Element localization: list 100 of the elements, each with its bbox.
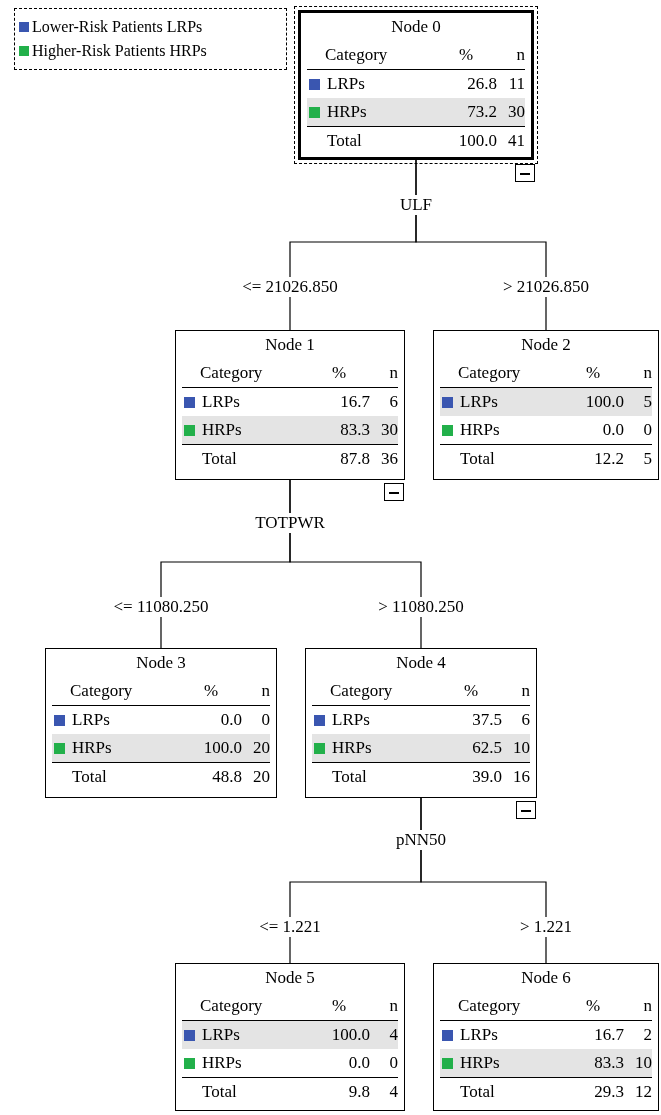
percent-value: 0.0 xyxy=(601,419,624,441)
percent-value: 87.8 xyxy=(339,448,370,470)
count-value: 0 xyxy=(260,709,270,731)
count-value: 6 xyxy=(388,391,398,413)
column-header: % xyxy=(330,362,348,384)
category-label: Total xyxy=(459,1081,496,1103)
category-label: Total xyxy=(201,1081,238,1103)
node-title: Node 2 xyxy=(520,334,572,356)
column-header: % xyxy=(584,362,602,384)
category-label: LRPs xyxy=(202,391,240,413)
category-label: LRPs xyxy=(332,709,370,731)
column-header: % xyxy=(584,995,602,1017)
column-header: % xyxy=(457,44,475,66)
percent-value: 100.0 xyxy=(457,130,497,152)
category-label: HRPs xyxy=(460,419,500,441)
percent-value: 73.2 xyxy=(466,101,497,123)
category-label: LRPs xyxy=(460,1024,498,1046)
tree-node-box xyxy=(433,330,659,480)
percent-value: 100.0 xyxy=(202,737,242,759)
count-value: 4 xyxy=(388,1024,398,1046)
count-value: 5 xyxy=(642,448,652,470)
tree-node-box xyxy=(175,330,405,480)
column-header: % xyxy=(330,995,348,1017)
percent-value: 62.5 xyxy=(471,737,502,759)
legend-label: Higher-Risk Patients HRPs xyxy=(32,42,207,60)
percent-value: 83.3 xyxy=(339,419,370,441)
percent-value: 12.2 xyxy=(593,448,624,470)
category-label: Total xyxy=(201,448,238,470)
category-label: HRPs xyxy=(327,101,367,123)
column-header: n xyxy=(642,995,652,1017)
node-title: Node 1 xyxy=(264,334,316,356)
count-value: 41 xyxy=(507,130,525,152)
count-value: 11 xyxy=(507,73,525,95)
count-value: 6 xyxy=(520,709,530,731)
node-title: Node 0 xyxy=(390,16,442,38)
tree-branch-line xyxy=(415,159,547,331)
column-header: % xyxy=(462,680,480,702)
column-header: n xyxy=(520,680,530,702)
tree-branch-line xyxy=(289,479,422,649)
percent-value: 39.0 xyxy=(471,766,502,788)
count-value: 4 xyxy=(388,1081,398,1103)
tree-node-box xyxy=(45,648,277,798)
count-value: 2 xyxy=(642,1024,652,1046)
column-header: Category xyxy=(457,995,522,1017)
node-title: Node 3 xyxy=(135,652,187,674)
count-value: 10 xyxy=(512,737,530,759)
count-value: 30 xyxy=(380,419,398,441)
count-value: 30 xyxy=(507,101,525,123)
column-header: Category xyxy=(69,680,134,702)
percent-value: 29.3 xyxy=(593,1081,624,1103)
percent-value: 26.8 xyxy=(466,73,497,95)
percent-value: 83.3 xyxy=(593,1052,624,1074)
column-header: % xyxy=(202,680,220,702)
category-label: Total xyxy=(326,130,363,152)
tree-branch-line xyxy=(420,797,547,964)
category-label: HRPs xyxy=(72,737,112,759)
node-title: Node 5 xyxy=(264,967,316,989)
count-value: 20 xyxy=(252,737,270,759)
tree-node-box xyxy=(433,963,659,1111)
legend-label: Lower-Risk Patients LRPs xyxy=(32,18,203,36)
percent-value: 100.0 xyxy=(584,391,624,413)
column-header: Category xyxy=(329,680,394,702)
count-value: 16 xyxy=(512,766,530,788)
node-title: Node 4 xyxy=(395,652,447,674)
count-value: 10 xyxy=(634,1052,652,1074)
category-label: Total xyxy=(331,766,368,788)
column-header: n xyxy=(515,44,525,66)
tree-node-box xyxy=(305,648,537,798)
percent-value: 0.0 xyxy=(347,1052,370,1074)
column-header: n xyxy=(642,362,652,384)
count-value: 0 xyxy=(388,1052,398,1074)
column-header: n xyxy=(388,995,398,1017)
category-label: LRPs xyxy=(460,391,498,413)
category-label: HRPs xyxy=(202,1052,242,1074)
column-header: n xyxy=(388,362,398,384)
column-header: Category xyxy=(324,44,389,66)
category-label: HRPs xyxy=(460,1052,500,1074)
count-value: 12 xyxy=(634,1081,652,1103)
column-header: Category xyxy=(457,362,522,384)
percent-value: 100.0 xyxy=(330,1024,370,1046)
percent-value: 9.8 xyxy=(347,1081,370,1103)
count-value: 20 xyxy=(252,766,270,788)
category-label: LRPs xyxy=(72,709,110,731)
tree-node-box xyxy=(175,963,405,1111)
node-title: Node 6 xyxy=(520,967,572,989)
category-label: Total xyxy=(459,448,496,470)
percent-value: 16.7 xyxy=(339,391,370,413)
percent-value: 48.8 xyxy=(211,766,242,788)
percent-value: 16.7 xyxy=(593,1024,624,1046)
category-label: Total xyxy=(71,766,108,788)
category-label: HRPs xyxy=(332,737,372,759)
count-value: 0 xyxy=(642,419,652,441)
count-value: 36 xyxy=(380,448,398,470)
column-header: n xyxy=(260,680,270,702)
percent-value: 0.0 xyxy=(219,709,242,731)
column-header: Category xyxy=(199,362,264,384)
category-label: LRPs xyxy=(327,73,365,95)
category-label: HRPs xyxy=(202,419,242,441)
count-value: 5 xyxy=(642,391,652,413)
percent-value: 37.5 xyxy=(471,709,502,731)
